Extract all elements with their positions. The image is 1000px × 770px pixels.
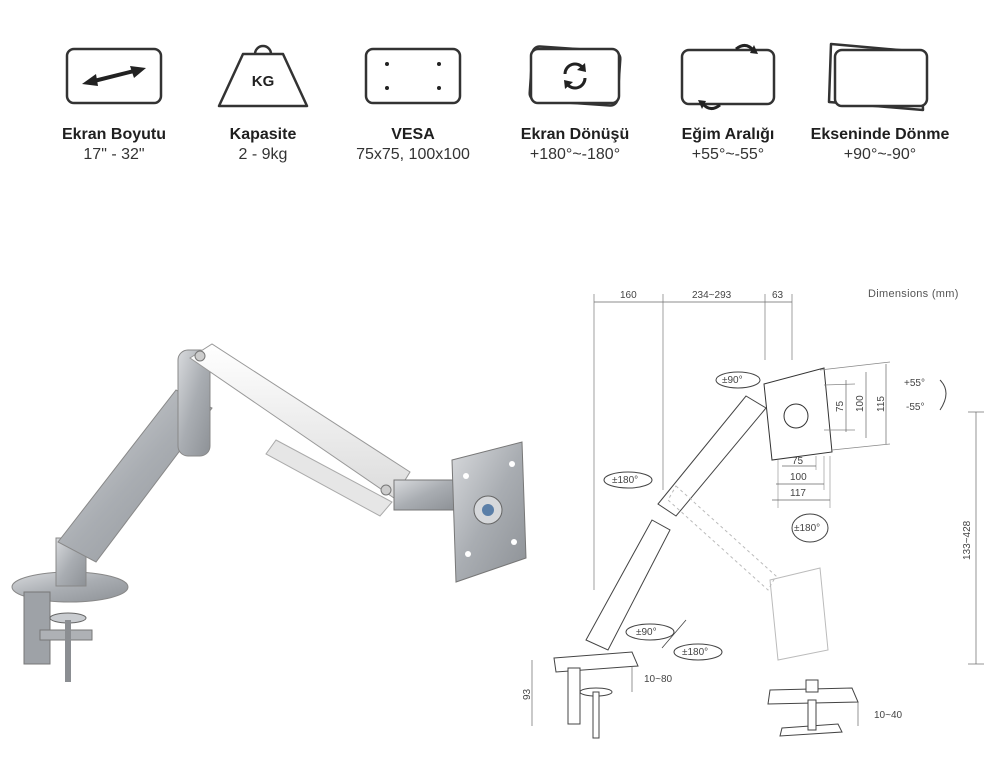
spec-value: +90°~-90° (843, 146, 917, 163)
spec-value: 75x75, 100x100 (356, 146, 470, 163)
spec-value: +180°~-180° (529, 146, 621, 163)
dimensions-heading: Dimensions (mm) (868, 288, 959, 300)
clamp-body (23, 591, 51, 665)
grommet-thickness-label: 10~40 (874, 710, 903, 721)
dim-160: 160 (620, 290, 637, 301)
kg-label: KG (252, 73, 275, 90)
monitor-arm-photo (11, 343, 527, 682)
dimension-drawing: Dimensions (mm) 160 234~293 63 75 100 11… (522, 288, 984, 739)
rotate-left-label: ±180° (612, 475, 638, 486)
tilt-head (393, 479, 455, 511)
elbow-joint (177, 349, 211, 457)
spec-value: 2 - 9kg (238, 146, 288, 163)
swivel-icon (827, 42, 929, 112)
upper-arm-drawing (657, 395, 767, 517)
spec-title: Ekseninde Dönme (810, 126, 950, 143)
vesa-plate-drawing (763, 367, 833, 461)
dim-63: 63 (772, 290, 784, 301)
spec-screen-size: Ekran Boyutu 17" - 32" (34, 40, 194, 164)
dim-v-100: 100 (855, 395, 866, 412)
spec-tilt-range: Eğim Aralığı +55°~-55° (648, 40, 808, 164)
spec-value: +55°~-55° (691, 146, 765, 163)
weight-kg-icon: KG (217, 44, 309, 108)
dim-h-75: 75 (792, 456, 804, 467)
double-arrow-icon (65, 47, 163, 105)
upper-arm (189, 343, 411, 499)
swivel-top-label: ±90° (722, 375, 743, 386)
spec-screen-rotation: Ekran Dönüşü +180°~-180° (495, 40, 655, 164)
spec-swivel: Ekseninde Dönme +90°~-90° (800, 40, 960, 164)
tilt-icon (680, 44, 776, 110)
screen-rotate-icon (528, 45, 622, 107)
spec-title: Eğim Aralığı (681, 126, 775, 143)
spec-vesa: VESA 75x75, 100x100 (333, 40, 493, 164)
vesa-pattern-icon (364, 47, 462, 105)
dim-h-100: 100 (790, 472, 807, 483)
height-range-label: 133~428 (962, 520, 973, 560)
base-swivel-label: ±90° (636, 627, 657, 638)
spec-value: 17" - 32" (83, 146, 145, 163)
spec-title: Kapasite (229, 126, 297, 143)
spec-title: Ekran Boyutu (61, 126, 166, 143)
lower-arm (57, 389, 213, 563)
dim-v-115: 115 (876, 396, 887, 412)
dim-234-293: 234~293 (692, 290, 732, 301)
clamp-height-label: 93 (522, 688, 533, 700)
rotate-bottom-label: ±180° (794, 523, 820, 534)
clamp-thickness-label: 10~80 (644, 674, 673, 685)
spec-capacity: KG Kapasite 2 - 9kg (183, 40, 343, 164)
lower-arm-drawing (585, 519, 671, 651)
base-rotate-label: ±180° (682, 647, 708, 658)
dim-h-117: 117 (790, 488, 806, 499)
tilt-up-label: +55° (904, 378, 925, 389)
spec-title: VESA (391, 126, 435, 143)
clamp-screw (65, 620, 71, 682)
spec-title: Ekran Dönüşü (520, 126, 630, 143)
dim-v-75: 75 (835, 400, 846, 412)
tilt-down-label: -55° (906, 402, 924, 413)
